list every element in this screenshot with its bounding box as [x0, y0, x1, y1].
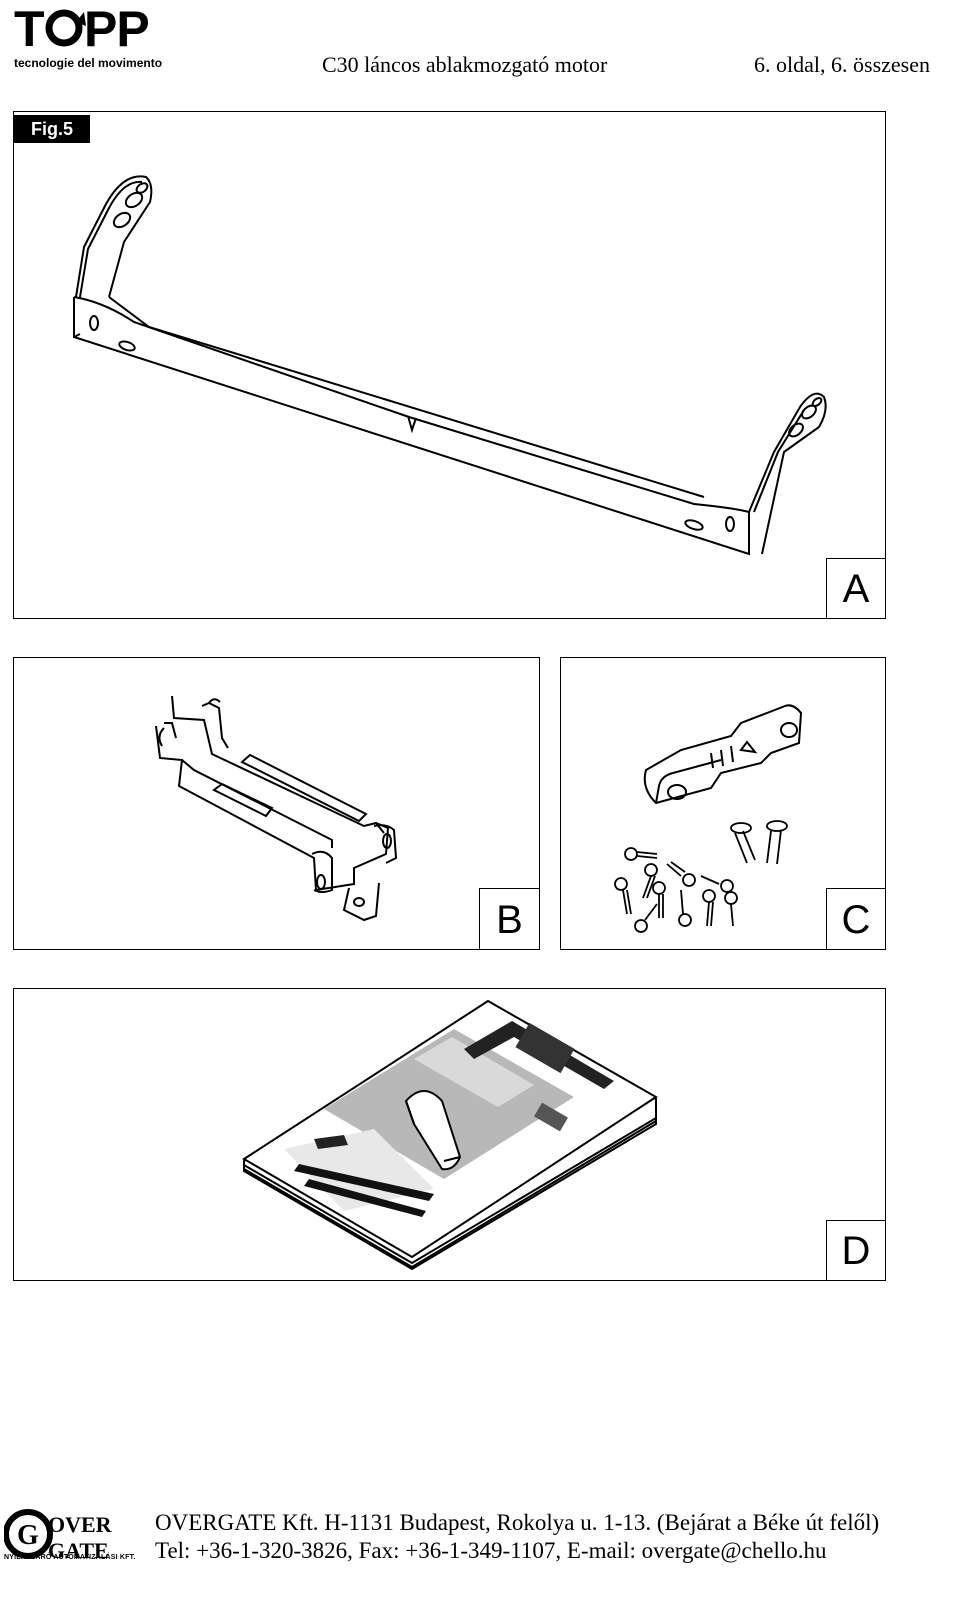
- brand-tagline: tecnologie del movimento: [14, 56, 163, 70]
- panel-b: [13, 657, 540, 950]
- figure-label: Fig.5: [14, 115, 90, 143]
- document-title: C30 láncos ablakmozgató motor: [322, 52, 608, 77]
- hardware-kit-illustration: [614, 704, 803, 933]
- manual-booklet-illustration: [242, 999, 658, 1271]
- part-label-a: A: [826, 558, 886, 619]
- svg-text:OVER: OVER: [48, 1512, 113, 1537]
- overgate-subtext: NYÍLÁSZÁRÓ AUTOMATIZÁLÁSI KFT.: [4, 1554, 136, 1561]
- page-info: 6. oldal, 6. összesen: [754, 52, 930, 77]
- part-label-b: B: [479, 888, 540, 950]
- footer-contact: Tel: +36-1-320-3826, Fax: +36-1-349-1107…: [155, 1538, 827, 1563]
- panel-d: [13, 988, 886, 1281]
- mounting-bracket-illustration: [155, 695, 398, 922]
- topp-logo-mark: T PP: [14, 1, 150, 57]
- svg-text:T: T: [14, 2, 44, 54]
- panel-a: [13, 111, 886, 619]
- overgate-logo: G OVER GATE: [3, 1508, 134, 1616]
- part-label-c: C: [826, 888, 886, 950]
- part-label-d: D: [826, 1220, 886, 1281]
- topp-logo: T PP: [14, 1, 184, 65]
- svg-text:GATE: GATE: [48, 1538, 109, 1563]
- bracket-illustration: [73, 175, 827, 556]
- svg-text:PP: PP: [84, 2, 149, 54]
- overgate-logo-mark: G OVER GATE: [3, 1509, 113, 1563]
- footer-address: OVERGATE Kft. H-1131 Budapest, Rokolya u…: [155, 1510, 880, 1535]
- svg-text:G: G: [17, 1520, 39, 1551]
